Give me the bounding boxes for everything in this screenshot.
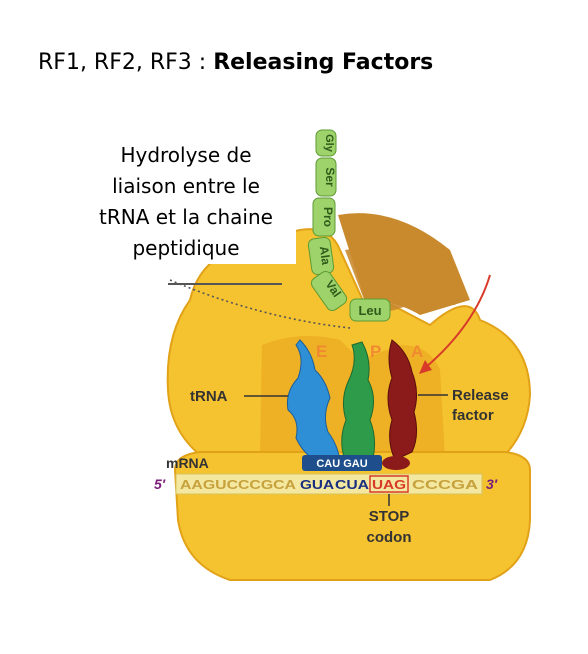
three-prime-label: 3′ [486,476,498,492]
release-factor-label-2: factor [452,407,494,424]
site-e-label: E [316,342,327,361]
tunnel-opening [345,246,460,315]
release-factor-label-1: Release [452,387,509,404]
residue-label-ser: Ser [323,167,337,187]
title-bold: Releasing Factors [213,50,434,75]
mrna-label: mRNA [166,455,209,471]
small-subunit [173,451,531,581]
annotation-line-3: tRNA et la chaine [99,205,273,229]
annotation-box: Hydrolyse de liaison entre le tRNA et la… [76,140,296,264]
mrna-strand [175,473,483,495]
residue-label-pro: Pro [321,207,335,227]
site-a-label: A [411,342,423,361]
release-factor-arrow [424,274,491,369]
trna-label: tRNA [190,388,228,405]
residue-gly: Gly [315,129,337,157]
mrna-seq-1: AAGUCCCGCA [180,477,297,492]
arrowhead [419,360,432,374]
mrna-seq-stop: UAG [372,477,406,492]
annotation-line-2: liaison entre le [112,174,260,198]
dotted-path [169,279,351,329]
anticodon-box [302,455,382,471]
peptide-chain: Gly Ser Pro Ala Val Leu [307,129,391,322]
release-factor-tip [382,456,410,470]
residue-label-ala: Ala [317,245,334,266]
residue-label-leu: Leu [358,303,381,318]
stop-label-2: codon [367,529,412,546]
slide-title: RF1, RF2, RF3 : Releasing Factors [38,50,433,75]
stop-label-1: STOP [369,508,410,525]
title-prefix: RF1, RF2, RF3 : [38,50,214,75]
mrna-seq-2: GUA [300,477,335,492]
residue-label-gly: Gly [323,134,335,153]
mrna-seq-3: CUA [335,477,370,492]
site-p-label: P [370,342,381,361]
residue-val: Val [310,270,348,312]
annotation-line-4: peptidique [132,236,240,260]
stop-codon-box [369,475,409,493]
mrna-seq-5: CCCGA [412,477,479,492]
residue-pro: Pro [312,197,336,237]
residue-leu: Leu [349,298,391,322]
five-prime-label: 5′ [154,476,166,492]
anticodon-label: CAU GAU [316,458,367,470]
residue-ser: Ser [315,157,337,197]
residue-ala: Ala [307,236,335,276]
release-factor-shape [387,339,418,461]
annotation-line-1: Hydrolyse de [120,143,252,167]
